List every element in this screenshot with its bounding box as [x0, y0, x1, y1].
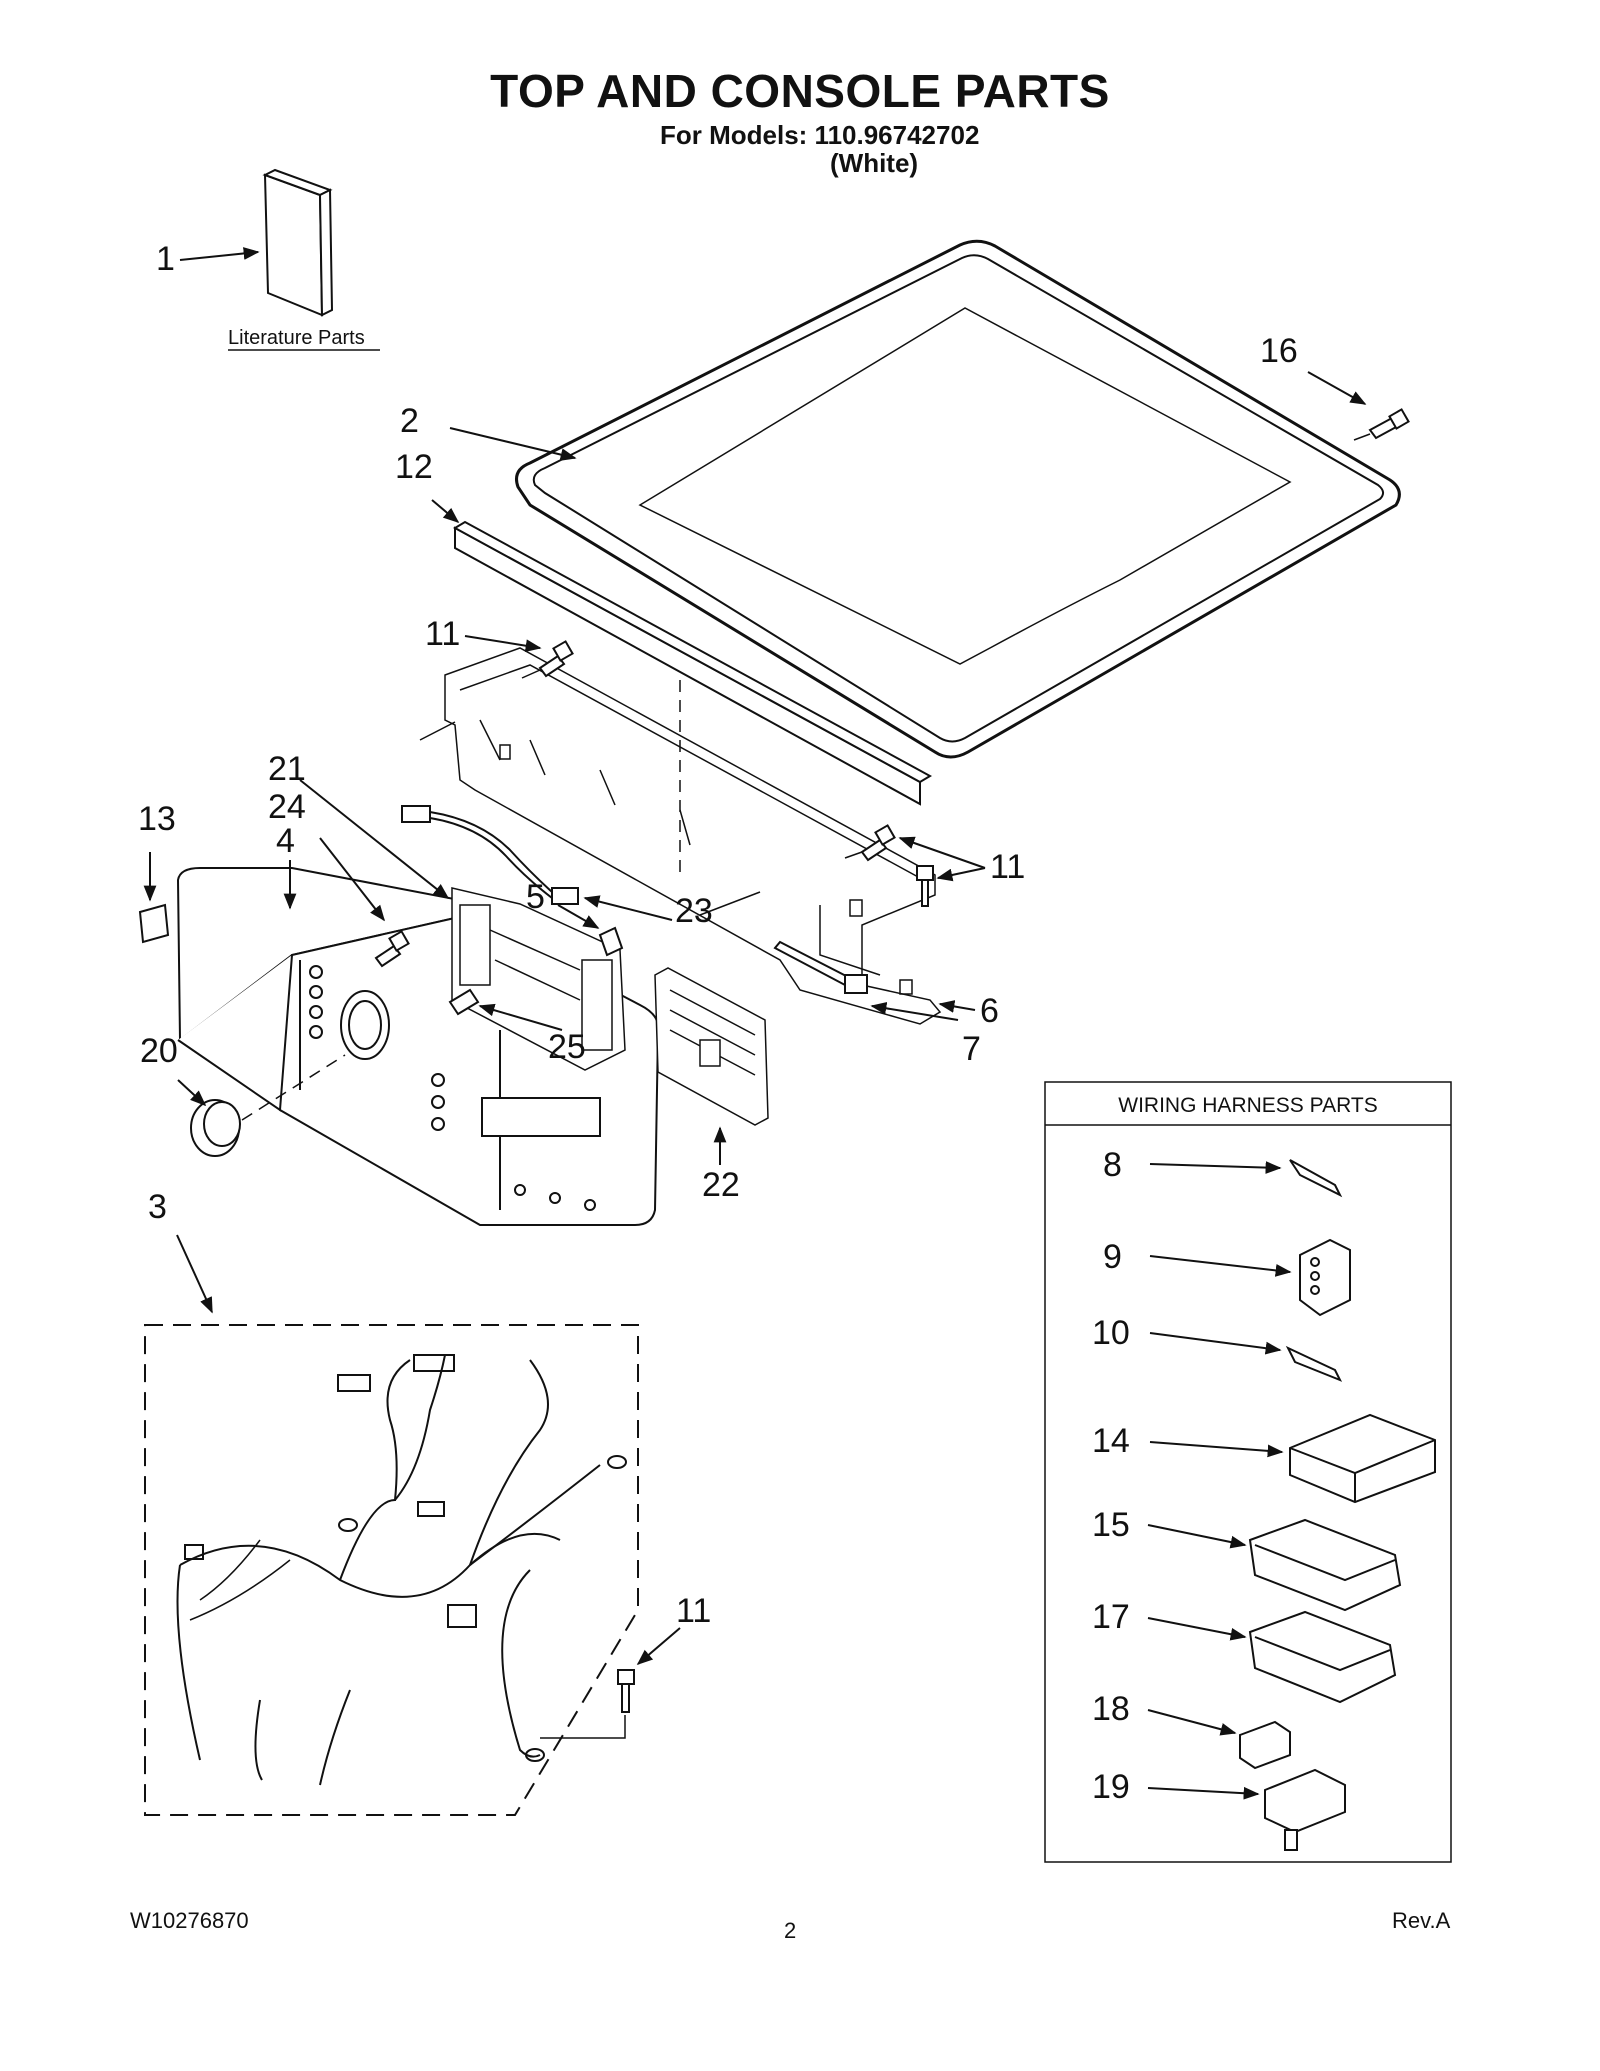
callout-3: 3 — [148, 1188, 167, 1226]
callout-2: 2 — [400, 402, 419, 440]
wire-23 — [401, 805, 579, 905]
callout-16: 16 — [1260, 332, 1298, 370]
screw-11-top — [538, 640, 574, 678]
console-bracket — [444, 647, 942, 1025]
page-number: 2 — [784, 1918, 797, 1943]
callout-11-top: 11 — [425, 615, 460, 653]
callout-11-right: 11 — [990, 848, 1025, 886]
callout-13: 13 — [138, 800, 176, 838]
part-25 — [448, 988, 480, 1016]
callout-7: 7 — [962, 1030, 981, 1068]
callout-12: 12 — [395, 448, 433, 486]
callout-14: 14 — [1092, 1422, 1130, 1460]
screw-11-right-b — [916, 865, 934, 907]
knob-20 — [190, 1099, 241, 1157]
literature-parts-label: Literature Parts — [228, 327, 365, 349]
callout-11-harness: 11 — [676, 1592, 711, 1630]
callout-9: 9 — [1103, 1238, 1122, 1276]
gasket-strip — [452, 520, 933, 806]
callout-21: 21 — [268, 750, 306, 788]
callout-24: 24 — [268, 788, 306, 826]
literature-booklet — [262, 168, 334, 317]
callout-1: 1 — [156, 240, 175, 278]
callout-10: 10 — [1092, 1314, 1130, 1352]
screw-11-harness — [617, 1669, 635, 1713]
clip-13 — [138, 903, 170, 944]
box-parts — [1239, 1159, 1436, 1851]
callout-6: 6 — [980, 992, 999, 1030]
callout-22: 22 — [702, 1166, 740, 1204]
models-line: For Models: 110.96742702 — [660, 120, 980, 150]
screw-16 — [1368, 408, 1410, 440]
cable-tie-7 — [773, 940, 868, 994]
box-title: WIRING HARNESS PARTS — [1118, 1094, 1377, 1117]
callout-4: 4 — [276, 822, 295, 860]
callout-25: 25 — [548, 1028, 586, 1066]
revision: Rev.A — [1392, 1908, 1451, 1933]
callout-15: 15 — [1092, 1506, 1130, 1544]
screw-11-right-a — [860, 824, 896, 862]
callout-8: 8 — [1103, 1146, 1122, 1184]
doc-number: W10276870 — [130, 1908, 249, 1933]
board-22 — [654, 967, 769, 1126]
callout-19: 19 — [1092, 1768, 1130, 1806]
control-board-21 — [451, 887, 626, 1071]
callout-18: 18 — [1092, 1690, 1130, 1728]
wire-harness-3 — [144, 1324, 639, 1816]
callout-5: 5 — [526, 878, 545, 916]
callout-20: 20 — [140, 1032, 178, 1070]
top-panel — [515, 239, 1401, 759]
screw-24 — [374, 930, 410, 968]
callout-17: 17 — [1092, 1598, 1130, 1636]
color-line: (White) — [830, 148, 919, 178]
clip-5 — [598, 926, 624, 957]
page-title: TOP AND CONSOLE PARTS — [490, 65, 1110, 117]
callout-23: 23 — [675, 892, 713, 930]
